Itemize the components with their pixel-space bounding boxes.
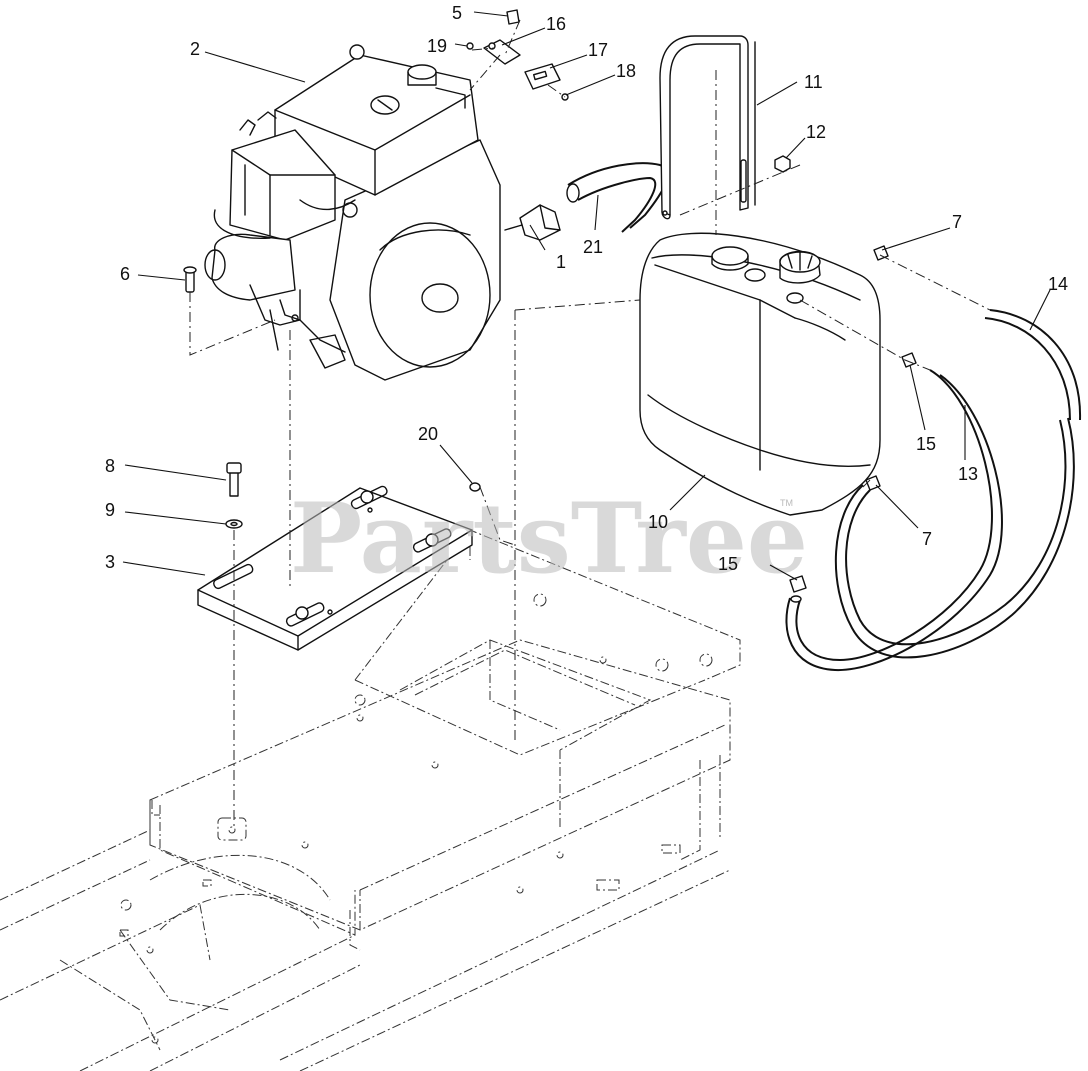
fuel-filter — [504, 204, 561, 241]
callout-11: 11 — [804, 72, 823, 92]
washer-9 — [225, 519, 243, 529]
callout-8: 8 — [105, 456, 115, 476]
callout-6: 6 — [120, 264, 130, 284]
callout-21: 21 — [583, 237, 603, 257]
callout-5: 5 — [452, 3, 462, 23]
fuel-hose — [566, 162, 669, 233]
assembly-center-lines — [189, 19, 991, 830]
bolt-6 — [183, 266, 197, 293]
engine-mount-plate — [197, 485, 473, 651]
small-parts-cluster — [466, 9, 569, 101]
watermark-trademark: TM — [780, 498, 793, 508]
fuel-tank — [639, 232, 881, 516]
callout-3: 3 — [105, 552, 115, 572]
callout-15-left: 15 — [718, 554, 738, 574]
callout-15-right: 15 — [916, 434, 936, 454]
fuel-line-14 — [984, 309, 1082, 421]
callout-17: 17 — [588, 40, 608, 60]
callout-7-top: 7 — [952, 212, 962, 232]
callout-13: 13 — [958, 464, 978, 484]
callout-14: 14 — [1048, 274, 1068, 294]
tank-strap — [659, 35, 756, 220]
watermark-text: PartsTree — [290, 482, 808, 595]
callout-20: 20 — [418, 424, 438, 444]
engine — [204, 44, 501, 381]
nut-12 — [774, 155, 791, 173]
callout-16: 16 — [546, 14, 566, 34]
callout-10: 10 — [648, 512, 668, 532]
bolt-8 — [226, 462, 242, 497]
callout-7-bottom: 7 — [922, 529, 932, 549]
callout-19: 19 — [427, 36, 447, 56]
callout-labels: 1 2 3 5 6 7 7 8 9 10 11 12 13 14 15 15 1… — [105, 3, 1068, 574]
callout-18: 18 — [616, 61, 636, 81]
callout-1: 1 — [556, 252, 566, 272]
callout-12: 12 — [806, 122, 826, 142]
callout-9: 9 — [105, 500, 115, 520]
callout-leaders — [122, 11, 1051, 581]
callout-2: 2 — [190, 39, 200, 59]
fuel-line-13 — [785, 369, 1075, 672]
chassis-frame — [0, 529, 741, 1071]
